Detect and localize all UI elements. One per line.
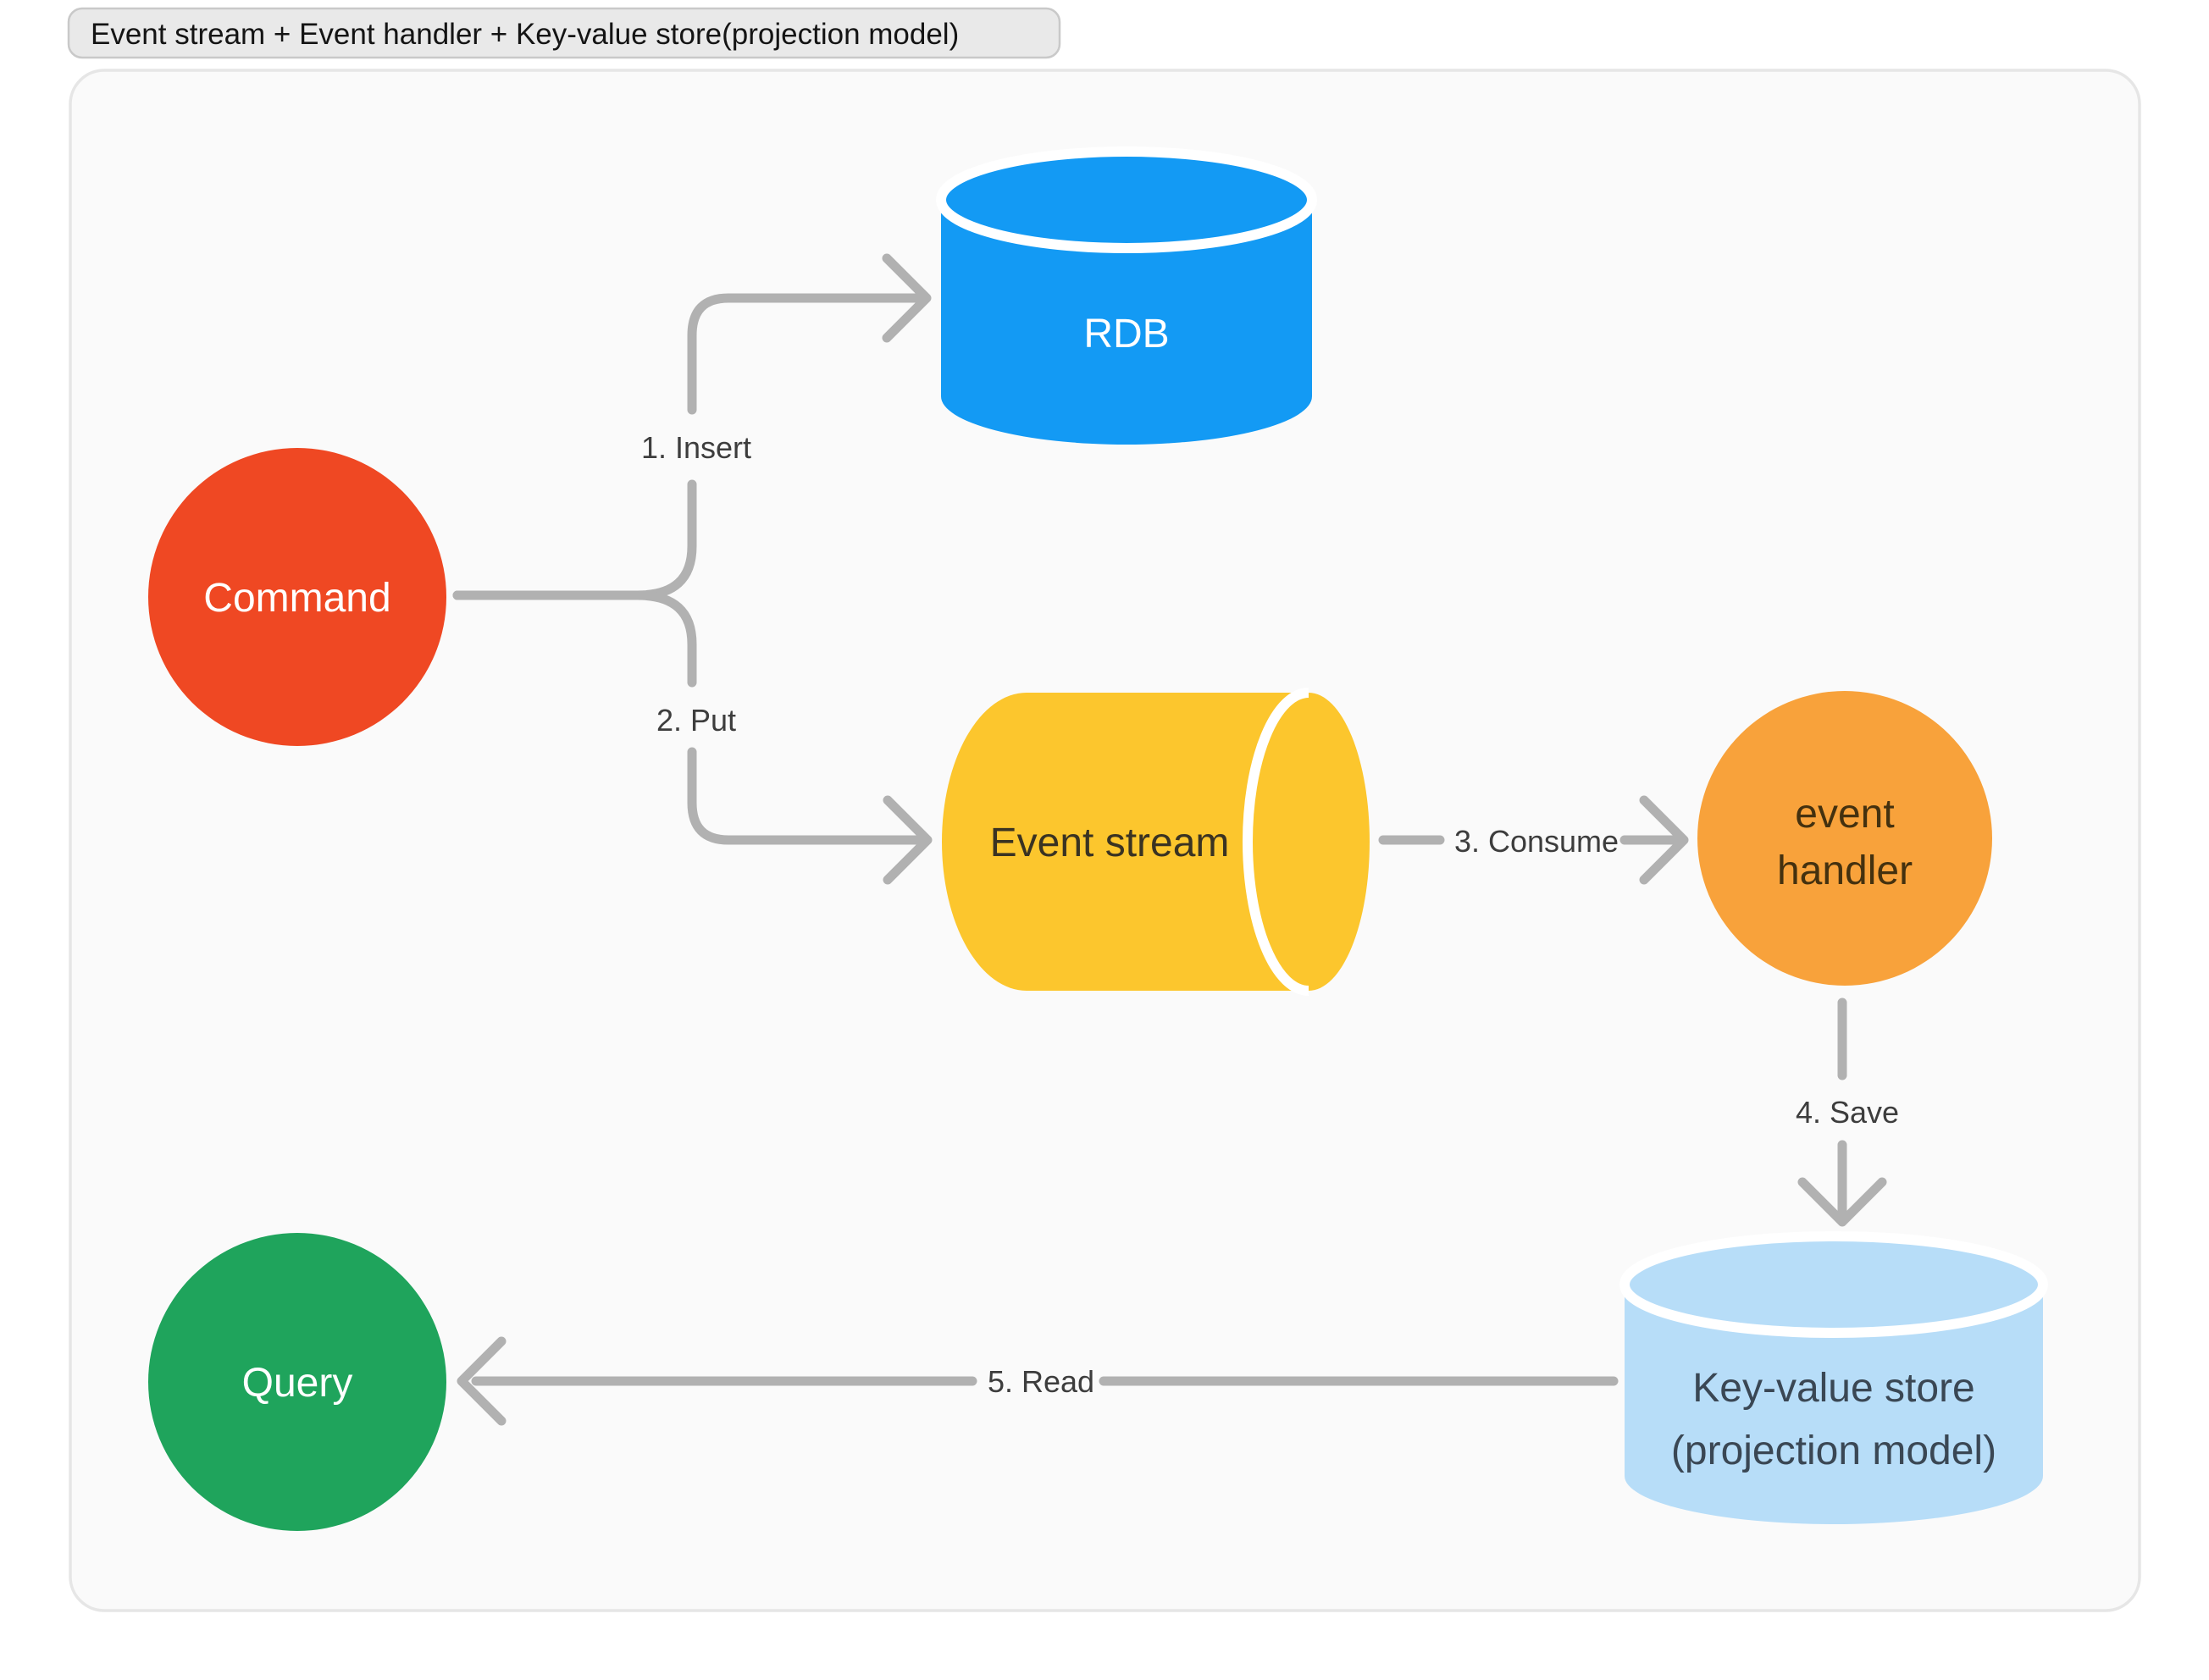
query-circle [148,1233,446,1531]
event-handler-circle [1697,691,1992,986]
event-stream-cap-separator [1243,688,1309,996]
edge-insert-arrowhead [882,253,932,343]
command-label: Command [203,576,390,621]
edge-put-path-upper [452,590,697,688]
edge-save-label: 4. Save [1796,1095,1899,1130]
edge-insert-label: 1. Insert [641,430,751,465]
edge-insert-path-upper [687,293,925,415]
edge-save-arrowhead [1797,1177,1887,1227]
kv-store-label-line1: Key-value store [1692,1366,1975,1411]
rdb-label: RDB [1083,312,1169,356]
title-badge: Event stream + Event handler + Key-value… [67,7,1061,59]
kv-store-node: Key-value store (projection model) [1619,1231,2048,1524]
query-node: Query [148,1233,446,1531]
edge-labels-layer: 1. Insert 2. Put 3. Consume 4. Save 5. R… [641,430,1899,1399]
query-label: Query [242,1361,353,1406]
event-handler-label-line1: event [1795,792,1894,837]
edges-layer [452,253,1887,1426]
kv-store-cylinder-top [1619,1231,2048,1338]
edge-put-arrowhead [883,795,933,885]
event-stream-cylinder-cap [1248,693,1370,991]
event-stream-cylinder-body [942,693,1309,991]
title-badge-background [67,7,1061,59]
kv-store-label-line2: (projection model) [1671,1429,1996,1473]
event-stream-node: Event stream [942,688,1370,996]
command-node: Command [148,448,446,746]
edge-read-label: 5. Read [988,1364,1094,1399]
edge-put [452,590,933,885]
rdb-cylinder-body [941,200,1312,445]
edge-consume [1378,795,1689,885]
edge-save [1797,998,1887,1227]
kv-store-cylinder-body [1625,1285,2043,1524]
edge-put-label: 2. Put [656,703,736,738]
event-handler-label-line2: handler [1777,848,1913,893]
edge-put-path-lower [687,747,926,845]
edge-consume-arrowhead [1639,795,1689,885]
rdb-node: RDB [936,146,1317,445]
event-stream-label: Event stream [990,821,1230,865]
edge-read-arrowhead [457,1336,507,1426]
rdb-cylinder-top [936,146,1317,253]
event-handler-node: event handler [1697,691,1992,986]
command-circle [148,448,446,746]
edge-read [457,1336,1619,1426]
page-title: Event stream + Event handler + Key-value… [91,18,959,51]
edge-consume-label: 3. Consume [1454,824,1619,859]
